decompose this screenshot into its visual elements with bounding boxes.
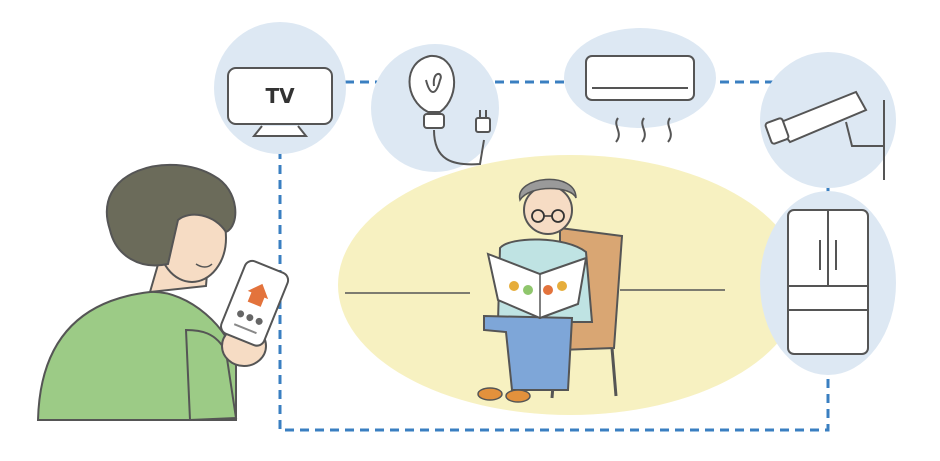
- security-camera-icon: [764, 90, 885, 180]
- air-conditioner-icon: [585, 55, 695, 143]
- tv-icon: TV: [227, 67, 333, 137]
- tv-label: TV: [265, 84, 295, 108]
- smartphone-icon: [220, 259, 290, 347]
- light-bulb-icon: [408, 54, 491, 166]
- family-member-with-phone: [36, 163, 290, 422]
- elderly-person-reading: [477, 178, 624, 403]
- refrigerator-icon: [787, 209, 869, 355]
